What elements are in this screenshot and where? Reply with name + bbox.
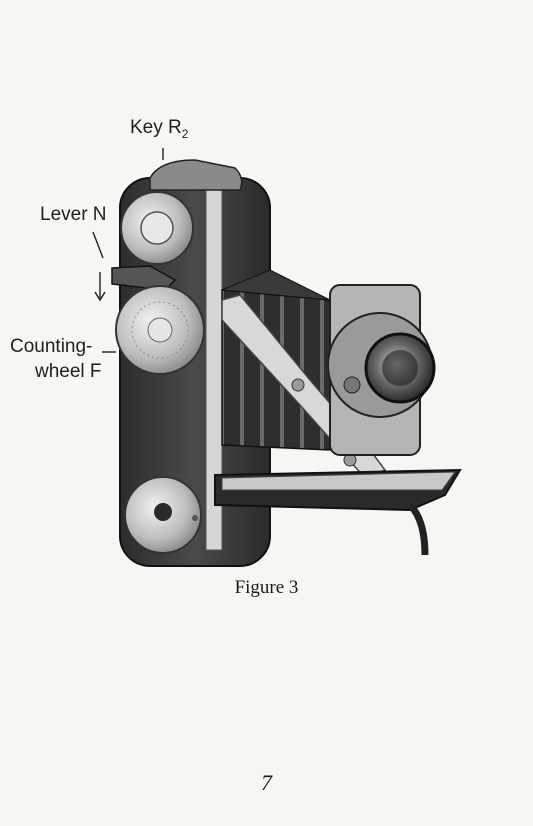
key-r2-knob xyxy=(120,191,194,265)
key-label-subscript: 2 xyxy=(181,126,189,141)
figure-caption: Figure 3 xyxy=(234,577,299,598)
pointer-lines xyxy=(92,148,164,353)
counting-wheel-f xyxy=(115,285,205,375)
page-number: 7 xyxy=(261,770,272,795)
lever-n xyxy=(111,265,177,291)
counting-wheel-label-line2: wheel F xyxy=(35,361,102,382)
key-label-text: Key R xyxy=(130,117,182,138)
counting-wheel-label-line1: Counting- xyxy=(10,336,93,357)
front-baseboard xyxy=(214,468,462,556)
bottom-knob xyxy=(124,476,202,554)
lever-n-label: Lever N xyxy=(40,204,107,225)
key-r2-label: Key R2 xyxy=(130,118,188,140)
lens-assembly xyxy=(327,284,436,456)
